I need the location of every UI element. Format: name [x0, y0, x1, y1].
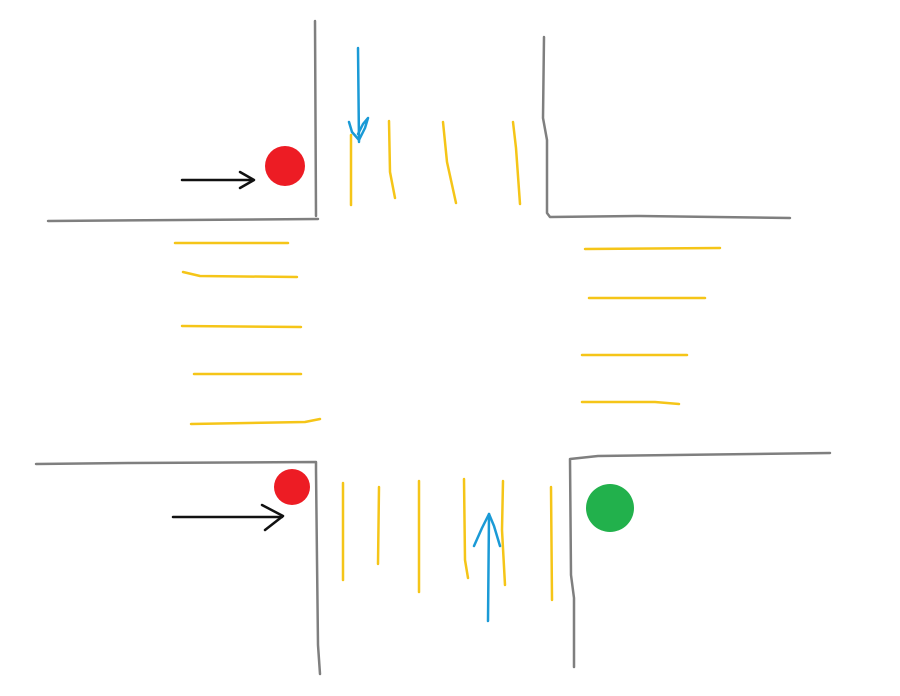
- crosswalk-stripe: [180, 324, 303, 329]
- crosswalk-west: [173, 241, 322, 426]
- crosswalk-stripe: [583, 246, 722, 251]
- crosswalk-east: [580, 246, 722, 406]
- traffic-arrow-southbound: [347, 46, 370, 144]
- curb-northeast: [541, 35, 792, 220]
- crosswalk-south: [341, 477, 554, 602]
- crosswalk-stripe: [511, 120, 522, 206]
- crosswalk-stripe: [580, 400, 681, 406]
- crosswalk-stripe: [549, 485, 554, 602]
- arrow-head: [260, 503, 285, 532]
- signal-northwest: [265, 146, 305, 186]
- signal-southwest: [274, 469, 310, 505]
- curb-northwest: [46, 19, 320, 223]
- arrow-shaft: [356, 46, 361, 144]
- crosswalk-stripe: [189, 417, 322, 426]
- arrow-head: [347, 116, 370, 142]
- arrow-head: [238, 170, 256, 190]
- arrow-head: [472, 512, 502, 548]
- crosswalk-north: [349, 119, 522, 207]
- crosswalk-stripe: [500, 479, 507, 587]
- crosswalk-stripe: [462, 477, 470, 580]
- arrow-shaft: [486, 512, 491, 623]
- curb-southwest: [34, 460, 322, 676]
- traffic-arrow-northbound: [472, 512, 502, 623]
- crosswalk-stripe: [376, 485, 381, 566]
- pedestrian-arrow-southwest: [171, 503, 285, 532]
- crosswalk-stripe: [441, 120, 458, 205]
- curb-southeast: [568, 451, 832, 669]
- crosswalk-stripe: [387, 119, 397, 200]
- road-curbs: [34, 19, 832, 676]
- pedestrian-arrow-northwest: [180, 170, 256, 190]
- signal-southeast: [586, 484, 634, 532]
- crosswalk-stripe: [181, 270, 299, 279]
